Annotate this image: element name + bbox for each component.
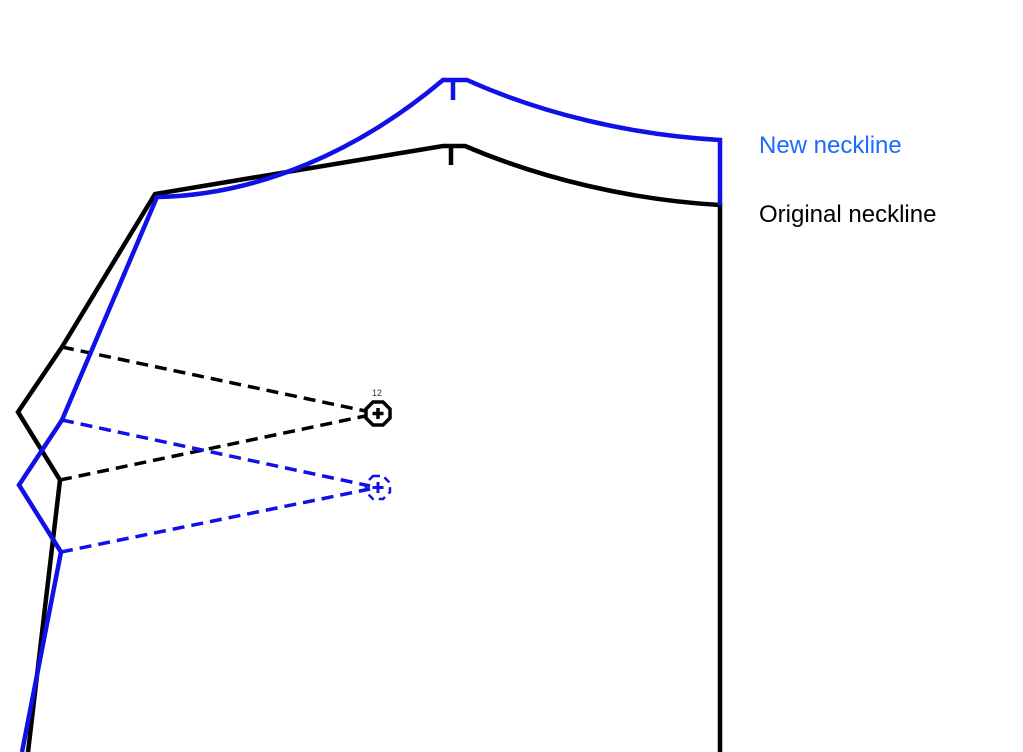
new-neckline-outline	[16, 77, 723, 752]
original-neckline-outline	[15, 143, 723, 752]
original-dart-apex-marker-icon	[364, 400, 392, 427]
new-dart-lower-leg	[60, 487, 371, 554]
legend-original-neckline: Original neckline	[759, 201, 937, 228]
original-dart-upper-leg	[61, 345, 371, 414]
new-dart-apex-marker-icon	[364, 474, 392, 501]
dart-marker-number: 12	[372, 388, 383, 398]
new-dart-upper-leg	[61, 418, 371, 488]
legend-new-neckline: New neckline	[759, 132, 902, 159]
original-dart-lower-leg	[59, 413, 371, 482]
